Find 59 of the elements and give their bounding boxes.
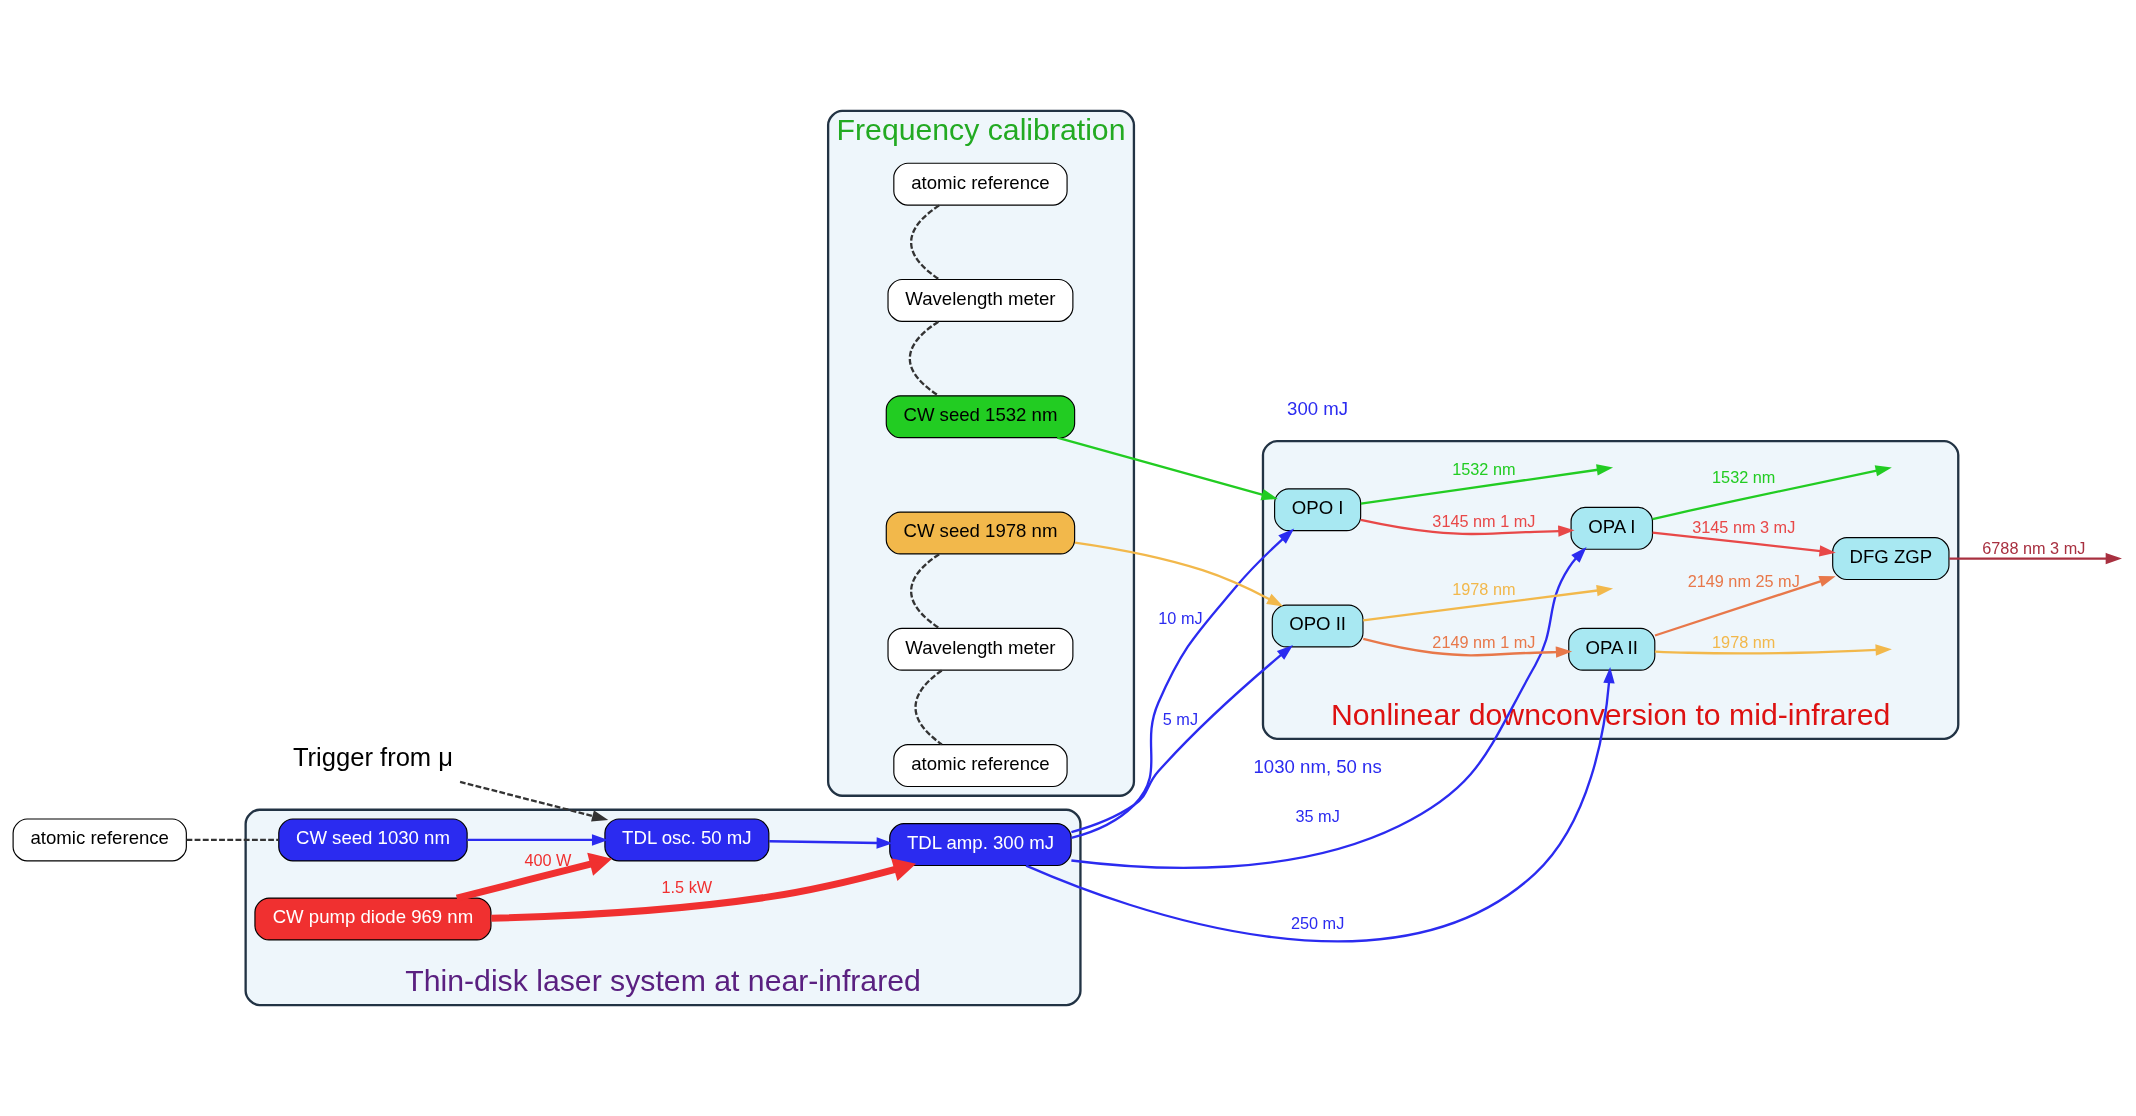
node-box: TDL amp. 300 mJ xyxy=(889,823,1072,867)
node-box: CW seed 1030 nm xyxy=(278,818,468,862)
connector xyxy=(186,838,279,842)
label: 1030 nm, 50 ns xyxy=(1253,756,1382,778)
node-box: OPO II xyxy=(1271,604,1364,648)
arrow xyxy=(1074,541,1284,607)
node-box: DFG ZGP xyxy=(1832,537,1950,581)
arrow xyxy=(455,852,613,902)
node-box: OPO I xyxy=(1274,488,1362,532)
arrow xyxy=(1360,518,1575,537)
edge-label: 2149 nm 25 mJ xyxy=(1687,571,1800,590)
arrow xyxy=(1652,465,1892,521)
arrow xyxy=(769,837,893,849)
node-text: Trigger from μ xyxy=(292,743,453,772)
node-box: OPA I xyxy=(1570,506,1654,550)
label: 300 mJ xyxy=(1287,398,1349,420)
edge-label: 1532 nm xyxy=(1452,460,1516,479)
edge-label: 3145 nm 1 mJ xyxy=(1432,512,1536,531)
node-box: OPA II xyxy=(1568,627,1656,671)
arrow xyxy=(1056,436,1278,501)
node-box: atomic reference xyxy=(12,818,187,862)
arrow xyxy=(1071,528,1295,839)
edge-label: 2149 nm 1 mJ xyxy=(1432,633,1536,652)
arrow xyxy=(1071,644,1294,834)
node-box: CW seed 1532 nm xyxy=(885,395,1076,439)
node-box: atomic reference xyxy=(893,744,1068,788)
node-box: atomic reference xyxy=(893,162,1068,206)
node-box: CW pump diode 969 nm xyxy=(254,897,492,941)
edge-label: 5 mJ xyxy=(1162,710,1199,729)
arrow xyxy=(491,858,917,922)
node-box: Wavelength meter xyxy=(887,627,1074,671)
arrow xyxy=(1363,637,1573,658)
arrow xyxy=(1362,584,1614,622)
connector xyxy=(908,320,940,397)
arrow xyxy=(1360,464,1614,505)
node-box: Wavelength meter xyxy=(887,278,1074,322)
edge-label: 1532 nm xyxy=(1712,468,1776,487)
connector xyxy=(910,204,940,281)
edge-label: 1978 nm xyxy=(1452,579,1516,598)
connector xyxy=(910,553,940,630)
edge-label: 250 mJ xyxy=(1290,913,1345,932)
arrow xyxy=(1652,531,1836,557)
arrow xyxy=(1654,575,1836,637)
arrow xyxy=(1071,547,1587,869)
edge-label: 400 W xyxy=(524,850,572,869)
edge-label: 35 mJ xyxy=(1295,806,1340,825)
connector xyxy=(914,669,943,746)
arrow xyxy=(459,780,609,822)
arrow xyxy=(1949,552,2122,565)
node-box: TDL osc. 50 mJ xyxy=(604,818,770,862)
edge-label: 6788 nm 3 mJ xyxy=(1982,539,2086,558)
node-box: CW seed 1978 nm xyxy=(885,511,1076,555)
edge-label: 1978 nm xyxy=(1712,633,1776,652)
arrow xyxy=(467,834,609,846)
arrow xyxy=(1025,666,1615,942)
edge-label: 1.5 kW xyxy=(661,877,713,896)
arrow xyxy=(1654,644,1892,656)
edge-label: 10 mJ xyxy=(1158,608,1203,627)
edge-label: 3145 nm 3 mJ xyxy=(1692,518,1796,537)
